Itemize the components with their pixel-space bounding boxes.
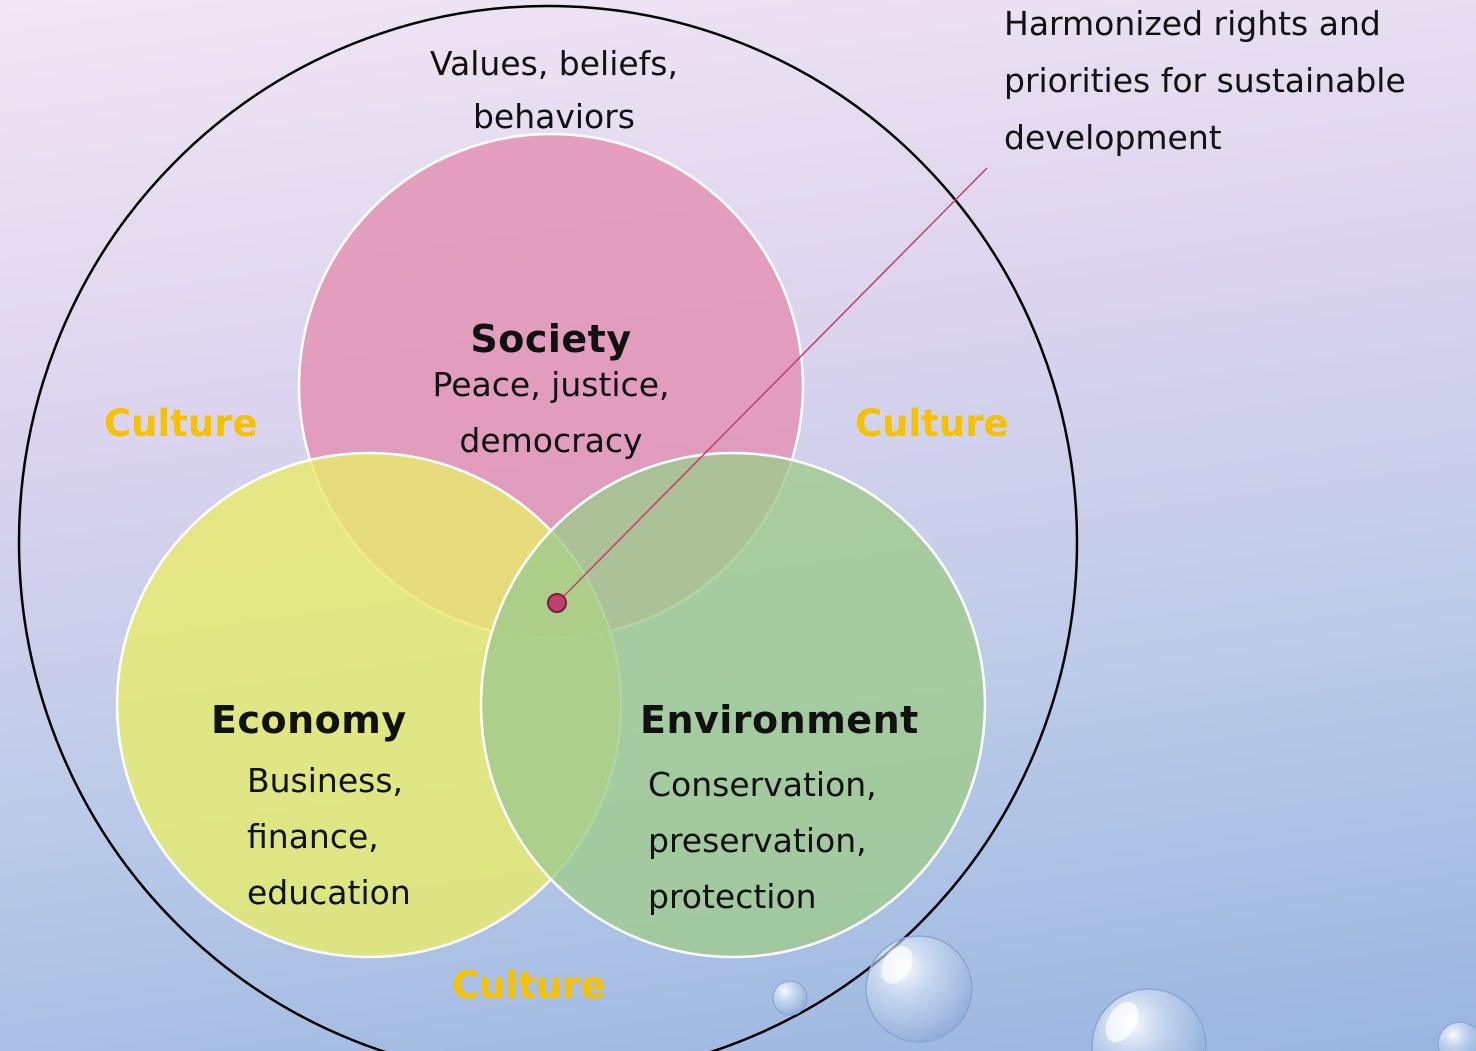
decorative-bubbles: [772, 935, 1476, 1051]
economy-line-2: finance,: [247, 817, 379, 856]
society-line-1: Peace, justice,: [432, 365, 670, 404]
society-title: Society: [470, 317, 632, 361]
economy-description: Business, finance, education: [247, 753, 411, 921]
economy-title: Economy: [211, 698, 407, 742]
callout-marker-dot: [547, 593, 567, 613]
callout-line-2: priorities for sustainable: [1004, 61, 1406, 100]
culture-label-right: Culture: [855, 402, 1009, 445]
society-line-2: democracy: [459, 421, 643, 460]
environment-line-1: Conservation,: [648, 765, 877, 804]
outer-values-text: Values, beliefs, behaviors: [404, 37, 704, 143]
environment-line-3: protection: [648, 877, 817, 916]
society-description: Peace, justice, democracy: [401, 357, 701, 469]
environment-line-2: preservation,: [648, 821, 867, 860]
callout-text: Harmonized rights and priorities for sus…: [1004, 0, 1406, 166]
culture-label-left: Culture: [104, 402, 258, 445]
economy-line-1: Business,: [247, 761, 404, 800]
economy-line-3: education: [247, 873, 411, 912]
culture-label-bottom: Culture: [452, 964, 606, 1007]
outer-line-2: behaviors: [472, 97, 636, 136]
callout-line-3: development: [1004, 118, 1222, 157]
culture-outer-circle: [17, 4, 1079, 1051]
callout-connector-line: [556, 167, 988, 604]
outer-line-1: Values, beliefs,: [430, 44, 678, 83]
callout-line-1: Harmonized rights and: [1004, 4, 1381, 43]
environment-title: Environment: [640, 698, 919, 742]
environment-circle: [479, 451, 987, 959]
environment-description: Conservation, preservation, protection: [648, 757, 877, 925]
